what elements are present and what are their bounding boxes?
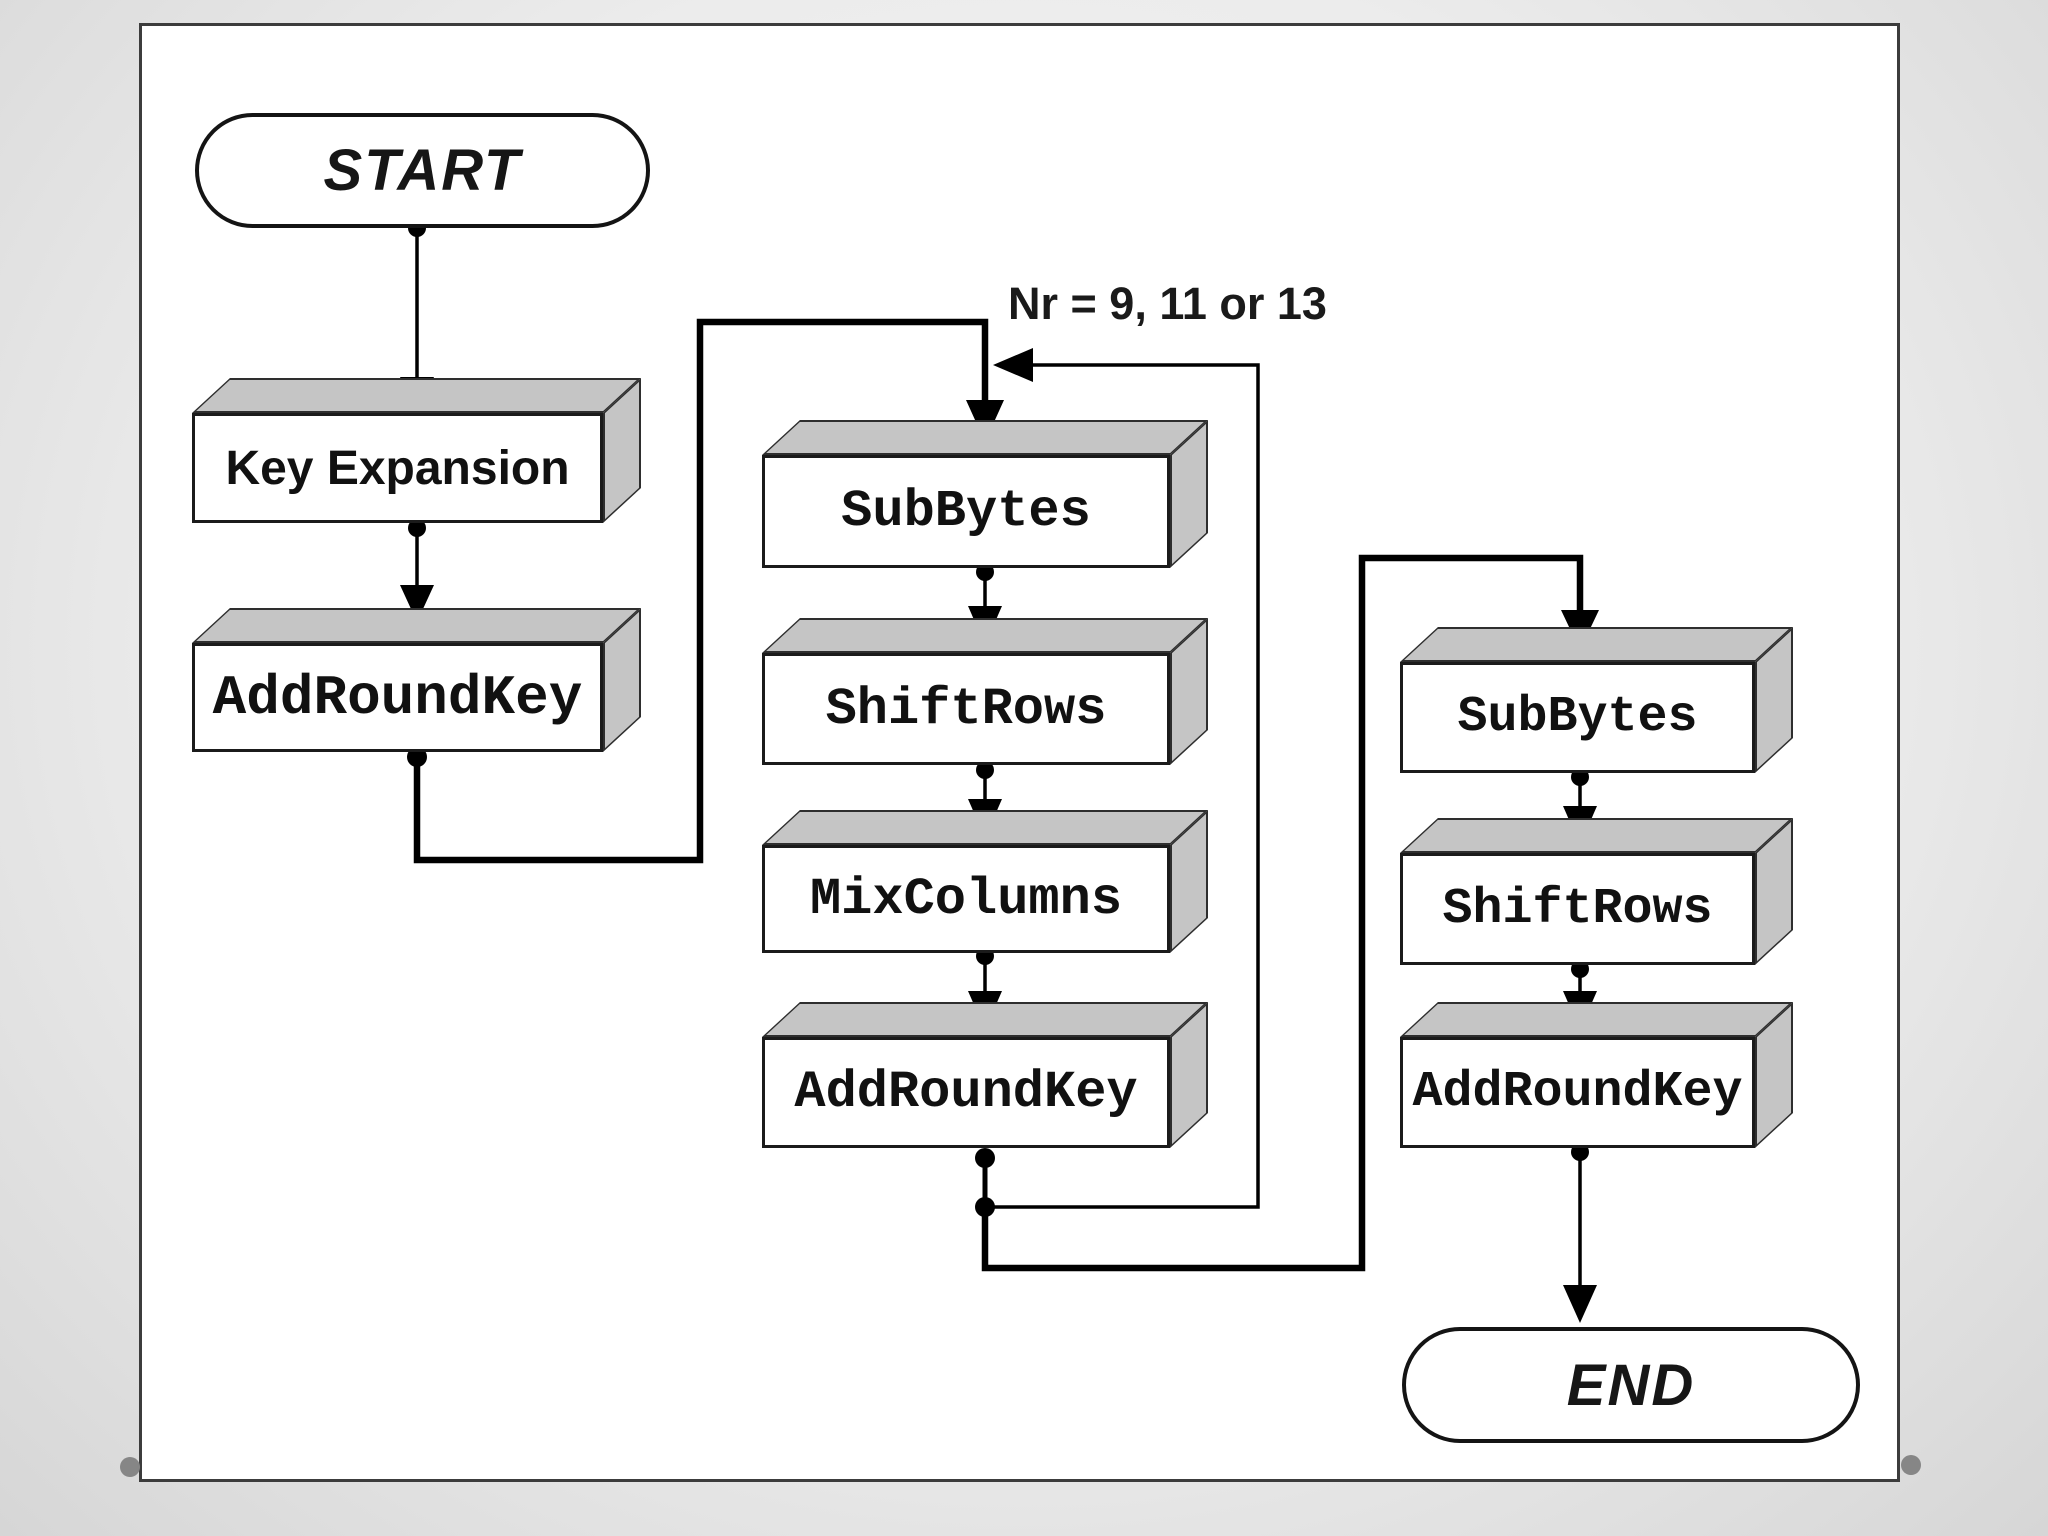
junction-dot-addroundkey1 <box>407 747 427 767</box>
node-key-expansion-label: Key Expansion <box>192 413 603 523</box>
node-top-face <box>762 618 1208 653</box>
node-add-round-key-final: AddRoundKey <box>1400 1001 1793 1148</box>
node-top-face <box>1400 627 1793 662</box>
arrowhead-loop-back <box>993 348 1033 382</box>
node-shift-rows-final-label: ShiftRows <box>1400 853 1755 965</box>
bottom-left-corner-dot <box>120 1457 140 1477</box>
node-top-face <box>192 608 641 643</box>
node-sub-bytes-round-label: SubBytes <box>762 455 1170 568</box>
edge-to-final-round-thick <box>981 554 1584 1272</box>
node-add-round-key-round-label: AddRoundKey <box>762 1037 1170 1148</box>
start-terminal-label: START <box>323 138 522 203</box>
node-sub-bytes-round: SubBytes <box>762 419 1208 568</box>
node-top-face <box>762 1002 1208 1037</box>
arrowhead-into-end <box>1563 1285 1597 1323</box>
round-count-label: Nr = 9, 11 or 13 <box>1008 278 1327 329</box>
node-shift-rows-round-label: ShiftRows <box>762 653 1170 765</box>
node-shift-rows-round: ShiftRows <box>762 617 1208 765</box>
arrowhead-into-addroundkey1 <box>400 585 434 622</box>
end-terminal: END <box>1402 1327 1860 1443</box>
node-top-face <box>1400 818 1793 853</box>
node-shift-rows-final: ShiftRows <box>1400 817 1793 965</box>
node-add-round-key-round: AddRoundKey <box>762 1001 1208 1148</box>
node-top-face <box>1400 1002 1793 1037</box>
node-mix-columns-round: MixColumns <box>762 809 1208 953</box>
start-terminal: START <box>195 113 650 228</box>
junction-dot-keyexpansion <box>408 519 426 537</box>
edge-loop-back-thin <box>985 363 1260 1209</box>
node-key-expansion: Key Expansion <box>192 377 641 523</box>
node-add-round-key-final-label: AddRoundKey <box>1400 1037 1755 1148</box>
node-top-face <box>762 810 1208 845</box>
edge-addroundkey-subbytes-thick <box>413 318 989 864</box>
node-add-round-key-initial: AddRoundKey <box>192 607 641 752</box>
junction-dot-shiftrows-mid <box>976 761 994 779</box>
node-top-face <box>762 420 1208 455</box>
bottom-right-corner-dot <box>1901 1455 1921 1475</box>
node-sub-bytes-final-label: SubBytes <box>1400 662 1755 773</box>
end-terminal-label: END <box>1566 1352 1696 1418</box>
node-mix-columns-round-label: MixColumns <box>762 845 1170 953</box>
junction-dot-addroundkey-mid <box>975 1148 995 1168</box>
node-sub-bytes-final: SubBytes <box>1400 626 1793 773</box>
node-add-round-key-initial-label: AddRoundKey <box>192 643 603 752</box>
junction-dot-branch <box>975 1197 995 1217</box>
node-top-face <box>192 378 641 413</box>
